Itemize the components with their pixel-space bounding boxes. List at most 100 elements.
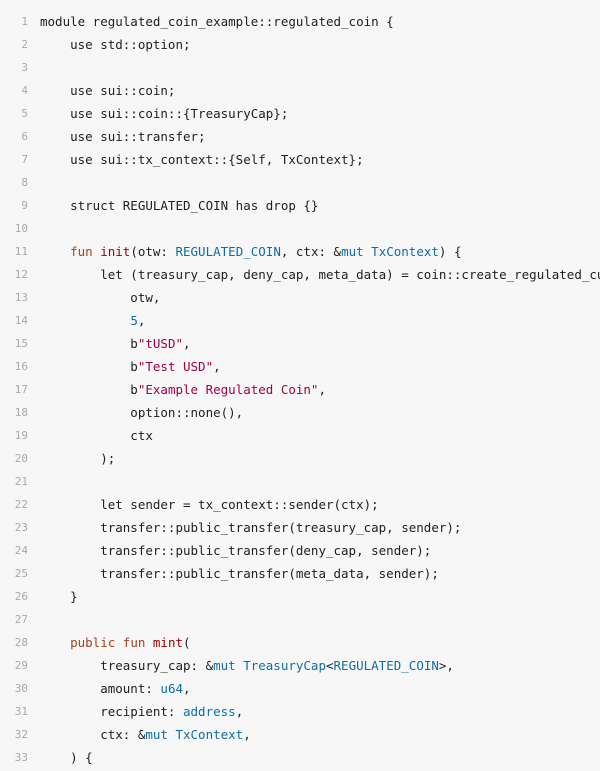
- code-token: let sender = tx_context::sender(ctx);: [40, 497, 379, 512]
- code-text: ctx: [40, 424, 600, 447]
- code-line[interactable]: 6 use sui::transfer;: [0, 125, 600, 148]
- code-line[interactable]: 1 module regulated_coin_example::regulate…: [0, 10, 600, 33]
- line-number: 26: [14, 590, 28, 603]
- code-line[interactable]: 21: [0, 470, 600, 493]
- code-token: >,: [438, 658, 454, 673]
- code-line[interactable]: 22 let sender = tx_context::sender(ctx);: [0, 493, 600, 516]
- code-line[interactable]: 29 treasury_cap: &mut TreasuryCap<REGULA…: [0, 654, 600, 677]
- code-line[interactable]: 2 use std::option;: [0, 33, 600, 56]
- line-number: 29: [14, 659, 28, 672]
- code-line[interactable]: 25 transfer::public_transfer(meta_data, …: [0, 562, 600, 585]
- code-line[interactable]: 14 5,: [0, 309, 600, 332]
- code-token: REGULATED_COIN: [333, 658, 439, 673]
- code-text: use sui::transfer;: [40, 125, 600, 148]
- code-text: module regulated_coin_example::regulated…: [40, 10, 600, 33]
- code-line[interactable]: 17 b"Example Regulated Coin",: [0, 378, 600, 401]
- line-number: 7: [21, 153, 28, 166]
- code-token: "Example Regulated Coin": [137, 382, 319, 397]
- code-token: ,: [183, 336, 191, 351]
- code-line[interactable]: 33 ) {: [0, 746, 600, 769]
- line-number: 25: [14, 567, 28, 580]
- code-text: use sui::tx_context::{Self, TxContext};: [40, 148, 600, 171]
- code-token: ctx: &: [40, 727, 146, 742]
- code-line[interactable]: 32 ctx: &mut TxContext,: [0, 723, 600, 746]
- line-number: 6: [21, 130, 28, 143]
- code-token: otw,: [40, 290, 161, 305]
- code-line[interactable]: 7 use sui::tx_context::{Self, TxContext}…: [0, 148, 600, 171]
- code-token: [145, 635, 153, 650]
- code-token: mut: [213, 658, 236, 673]
- code-text: transfer::public_transfer(treasury_cap, …: [40, 516, 600, 539]
- line-number: 22: [14, 498, 28, 511]
- code-text: let sender = tx_context::sender(ctx);: [40, 493, 600, 516]
- line-number: 27: [14, 613, 28, 626]
- code-token: ,: [213, 359, 221, 374]
- code-line[interactable]: 3: [0, 56, 600, 79]
- code-line[interactable]: 24 transfer::public_transfer(deny_cap, s…: [0, 539, 600, 562]
- code-text: [40, 217, 600, 240]
- code-line[interactable]: 31 recipient: address,: [0, 700, 600, 723]
- code-token: option::none(),: [40, 405, 244, 420]
- code-token: ,: [318, 382, 326, 397]
- code-token: public: [70, 635, 116, 650]
- code-token: "Test USD": [137, 359, 214, 374]
- code-line[interactable]: 28 public fun mint(: [0, 631, 600, 654]
- line-number: 15: [14, 337, 28, 350]
- code-line[interactable]: 27: [0, 608, 600, 631]
- code-text: 5,: [40, 309, 600, 332]
- code-line[interactable]: 15 b"tUSD",: [0, 332, 600, 355]
- code-text: use sui::coin::{TreasuryCap};: [40, 102, 600, 125]
- line-number: 18: [14, 406, 28, 419]
- code-line[interactable]: 20 );: [0, 447, 600, 470]
- code-token: init: [100, 244, 131, 259]
- code-line[interactable]: 19 ctx: [0, 424, 600, 447]
- code-token: ) {: [40, 750, 93, 765]
- code-text: struct REGULATED_COIN has drop {}: [40, 194, 600, 217]
- code-block[interactable]: 1 module regulated_coin_example::regulate…: [0, 10, 600, 769]
- code-line[interactable]: 12 let (treasury_cap, deny_cap, meta_dat…: [0, 263, 600, 286]
- line-number: 1: [21, 15, 28, 28]
- line-number: 21: [14, 475, 28, 488]
- code-line[interactable]: 8: [0, 171, 600, 194]
- line-number: 24: [14, 544, 28, 557]
- code-line[interactable]: 5 use sui::coin::{TreasuryCap};: [0, 102, 600, 125]
- code-token: amount:: [40, 681, 161, 696]
- code-text: use std::option;: [40, 33, 600, 56]
- code-line[interactable]: 11 fun init(otw: REGULATED_COIN, ctx: &m…: [0, 240, 600, 263]
- code-token: <: [326, 658, 334, 673]
- code-line[interactable]: 23 transfer::public_transfer(treasury_ca…: [0, 516, 600, 539]
- line-number: 3: [21, 61, 28, 74]
- code-token: transfer::public_transfer(treasury_cap, …: [40, 520, 462, 535]
- code-text: [40, 470, 600, 493]
- code-text: recipient: address,: [40, 700, 600, 723]
- line-number: 33: [14, 751, 28, 764]
- code-line[interactable]: 4 use sui::coin;: [0, 79, 600, 102]
- code-text: let (treasury_cap, deny_cap, meta_data) …: [40, 263, 600, 286]
- code-token: mut: [341, 244, 364, 259]
- line-number: 13: [14, 291, 28, 304]
- code-text: option::none(),: [40, 401, 600, 424]
- code-token: ,: [137, 313, 146, 328]
- code-text: [40, 171, 600, 194]
- code-token: b: [40, 382, 138, 397]
- line-number: 20: [14, 452, 28, 465]
- code-token: fun: [122, 635, 146, 650]
- code-text: fun init(otw: REGULATED_COIN, ctx: &mut …: [40, 240, 600, 263]
- code-line[interactable]: 16 b"Test USD",: [0, 355, 600, 378]
- code-line[interactable]: 13 otw,: [0, 286, 600, 309]
- code-text: use sui::coin;: [40, 79, 600, 102]
- code-line[interactable]: 30 amount: u64,: [0, 677, 600, 700]
- code-line[interactable]: 9 struct REGULATED_COIN has drop {}: [0, 194, 600, 217]
- code-line[interactable]: 10: [0, 217, 600, 240]
- code-token: address: [183, 704, 236, 719]
- code-token: mut: [145, 727, 168, 742]
- code-line[interactable]: 18 option::none(),: [0, 401, 600, 424]
- code-token: fun: [70, 244, 93, 259]
- code-token: recipient:: [40, 704, 183, 719]
- code-token: ctx: [40, 428, 153, 443]
- code-token: ,: [243, 727, 251, 742]
- code-token: treasury_cap: &: [40, 658, 214, 673]
- code-text: treasury_cap: &mut TreasuryCap<REGULATED…: [40, 654, 600, 677]
- code-text: );: [40, 447, 600, 470]
- code-line[interactable]: 26 }: [0, 585, 600, 608]
